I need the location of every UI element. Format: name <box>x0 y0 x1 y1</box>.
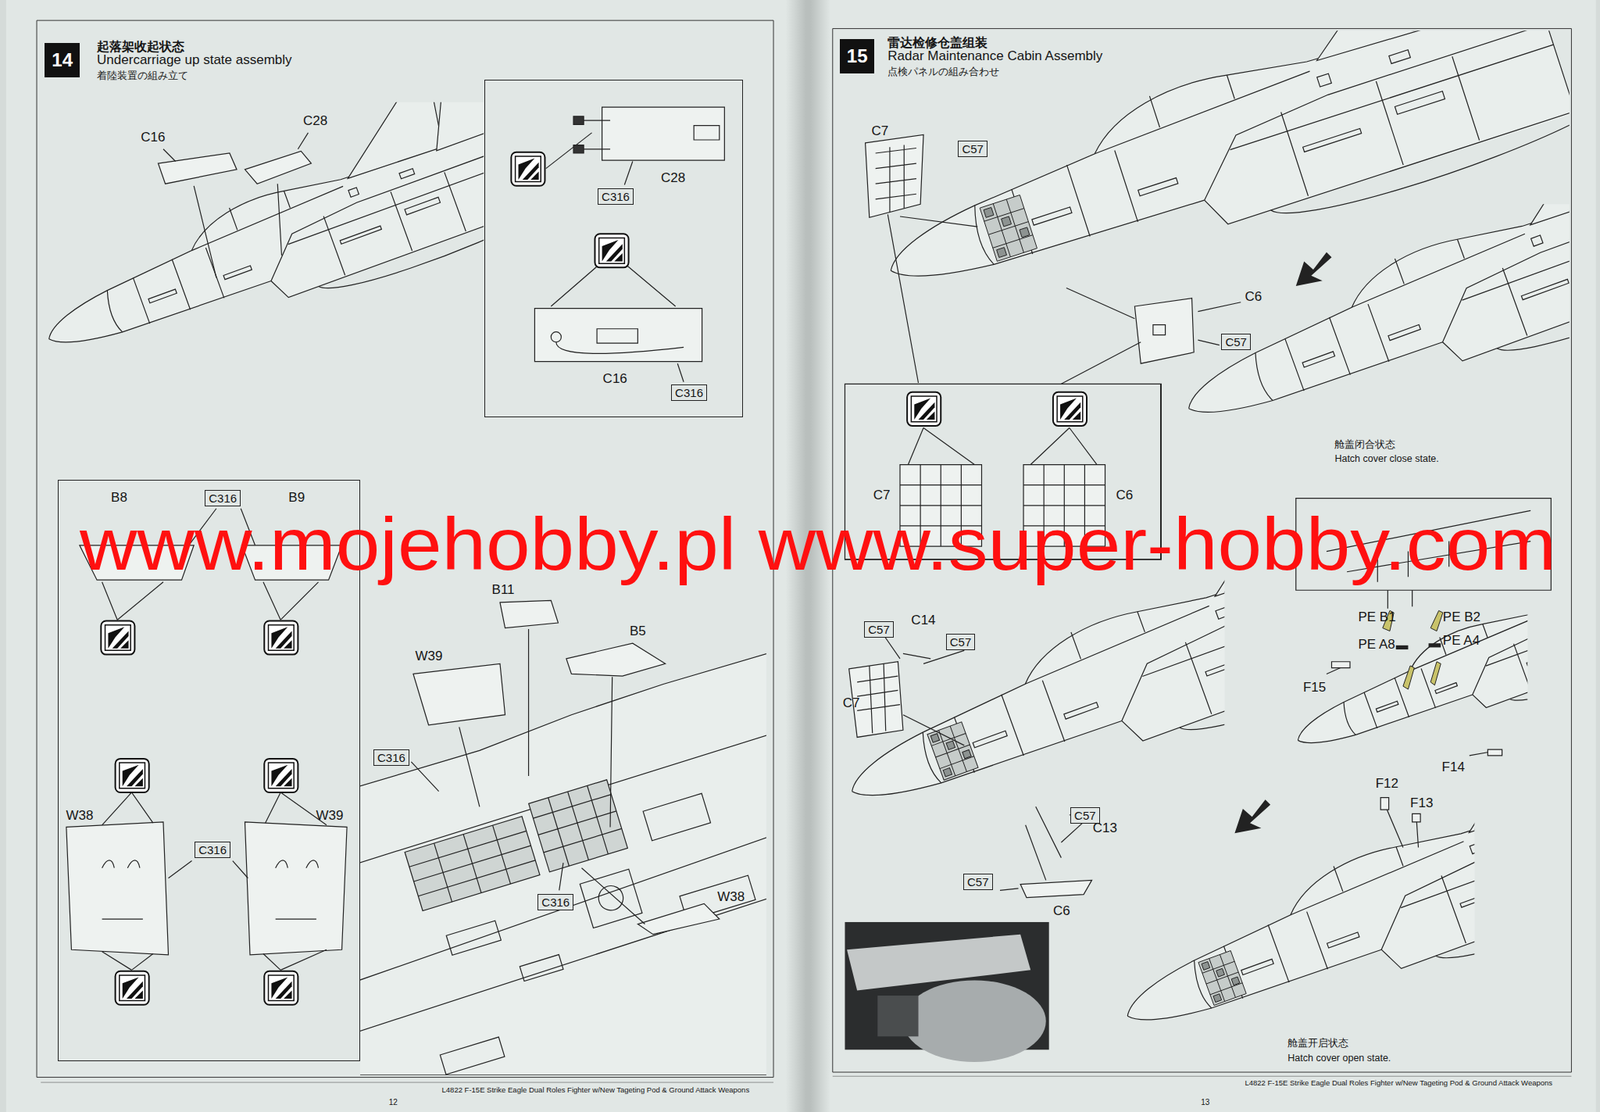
part-label: C7 <box>873 487 891 503</box>
part-label: PE A8 <box>1357 637 1395 653</box>
step-heading-en: Undercarriage up state assembly <box>96 52 292 68</box>
part-ref-text: C316 <box>675 385 704 400</box>
footer-text: L4822 F-15E Strike Eagle Dual Roles Figh… <box>442 1085 750 1094</box>
state-note-en: Hatch cover open state. <box>1287 1053 1391 1065</box>
part-label: F14 <box>1442 760 1465 775</box>
part-label: C28 <box>303 114 328 129</box>
part-label: C6 <box>1053 903 1071 919</box>
part-ref-text: C316 <box>541 894 570 910</box>
part-label: PE A4 <box>1442 633 1480 649</box>
step-badge: 14起落架收起状态Undercarriage up state assembly… <box>44 42 79 78</box>
part-label: PE B2 <box>1442 610 1481 625</box>
part-label: W38 <box>717 889 745 905</box>
page-number: 12 <box>389 1097 398 1107</box>
step-heading-ja: 点検パネルの組み合わせ <box>887 64 1000 79</box>
part-ref-box: C316 <box>671 384 708 401</box>
part-label: B11 <box>492 582 515 598</box>
watermark: www.mojehobby.pl www.super-hobby.com <box>79 507 1557 582</box>
state-note-zh: 舱盖闭合状态 <box>1334 439 1396 450</box>
part-ref-box: C316 <box>194 841 231 858</box>
part-label: C16 <box>603 371 628 386</box>
state-note-zh: 舱盖开启状态 <box>1287 1037 1349 1049</box>
part-ref-text: C57 <box>867 621 890 637</box>
part-ref-text: C316 <box>208 490 237 506</box>
part-ref-text: C57 <box>1225 334 1247 350</box>
part-label: C7 <box>871 124 889 140</box>
step-number: 15 <box>839 39 875 74</box>
part-label: W39 <box>316 807 344 823</box>
part-ref-box: C316 <box>373 749 410 766</box>
part-ref-text: C316 <box>377 750 406 765</box>
part-ref-box: C57 <box>963 873 993 890</box>
state-note-en: Hatch cover close state. <box>1334 453 1439 465</box>
step-heading-ja: 着陸装置の組み立て <box>96 68 189 83</box>
part-label: C6 <box>1244 289 1262 305</box>
part-label: F13 <box>1410 796 1433 811</box>
part-label: C7 <box>842 696 861 711</box>
part-label: B5 <box>629 624 647 640</box>
part-ref-box: C57 <box>864 621 894 638</box>
part-label: W38 <box>66 807 94 823</box>
part-label: B9 <box>288 489 305 505</box>
part-label: W39 <box>415 649 443 665</box>
part-label: C16 <box>140 130 165 146</box>
part-label: C28 <box>660 170 686 186</box>
page-number: 13 <box>1200 1097 1210 1107</box>
step-badge: 15雷达检修仓盖组装Radar Maintenance Cabin Assemb… <box>839 39 875 74</box>
part-label: C6 <box>1116 487 1134 503</box>
step-number: 14 <box>44 42 79 78</box>
part-ref-text: C316 <box>198 842 227 858</box>
inset-panel: C28C16C316C316 <box>484 79 743 418</box>
part-ref-box: C57 <box>957 140 988 158</box>
part-ref-box: C316 <box>204 489 241 507</box>
part-label: B8 <box>110 489 128 505</box>
part-ref-box: C57 <box>1221 333 1251 350</box>
part-label: F15 <box>1303 680 1326 696</box>
part-label: PE B1 <box>1357 610 1396 625</box>
part-ref-box: C57 <box>946 633 976 650</box>
part-ref-text: C316 <box>601 189 630 204</box>
part-ref-text: C57 <box>1074 807 1097 823</box>
part-ref-text: C57 <box>961 141 984 157</box>
part-ref-text: C57 <box>950 634 972 650</box>
step-heading-en: Radar Maintenance Cabin Assembly <box>887 48 1103 65</box>
part-ref-box: C316 <box>597 188 634 205</box>
part-label: C14 <box>910 613 936 629</box>
part-label: F12 <box>1375 776 1399 792</box>
part-ref-box: C316 <box>537 893 574 911</box>
part-label: C13 <box>1092 821 1118 836</box>
part-ref-text: C57 <box>967 874 990 890</box>
footer-text: L4822 F-15E Strike Eagle Dual Roles Figh… <box>1244 1078 1553 1087</box>
